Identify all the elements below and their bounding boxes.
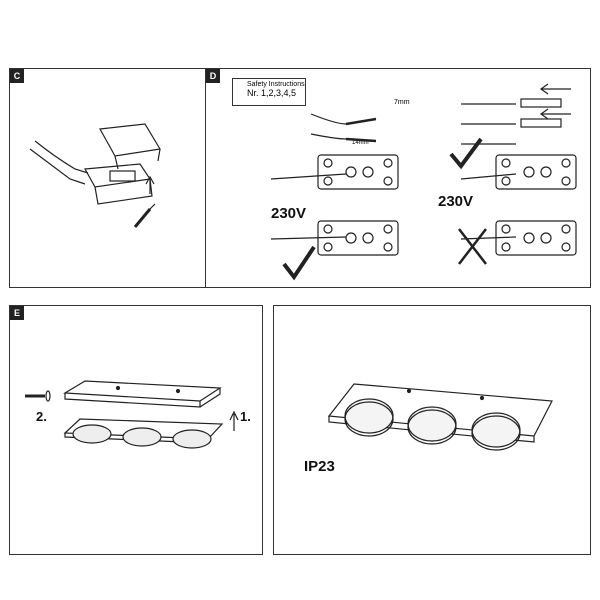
installed-luminaire-illustration: [327, 383, 553, 451]
voltage-label-left: 230V: [271, 205, 307, 222]
panel-tag: E: [10, 306, 24, 320]
panel-tag: C: [10, 69, 24, 83]
ip-rating-label: IP23: [304, 458, 335, 475]
panel-f: IP23: [273, 305, 591, 555]
voltage-label-right: 230V: [438, 193, 474, 210]
panel-d: D Safety Instructions Nr. 1,2,3,4,5 7mm …: [205, 68, 591, 288]
safety-instructions-box: Safety Instructions Nr. 1,2,3,4,5: [232, 78, 306, 106]
dimension-7mm: 7mm: [394, 99, 410, 106]
panel-tag: D: [206, 69, 220, 83]
panel-c: C: [9, 68, 206, 288]
dimension-14mm: 14mm: [352, 140, 369, 146]
wiring-illustration: [270, 83, 577, 281]
junction-box-illustration: [29, 123, 161, 228]
step-1-label: 1.: [240, 409, 251, 424]
mounting-illustration: [25, 380, 239, 449]
step-2-label: 2.: [36, 409, 47, 424]
panel-e: E 2. 1.: [9, 305, 263, 555]
